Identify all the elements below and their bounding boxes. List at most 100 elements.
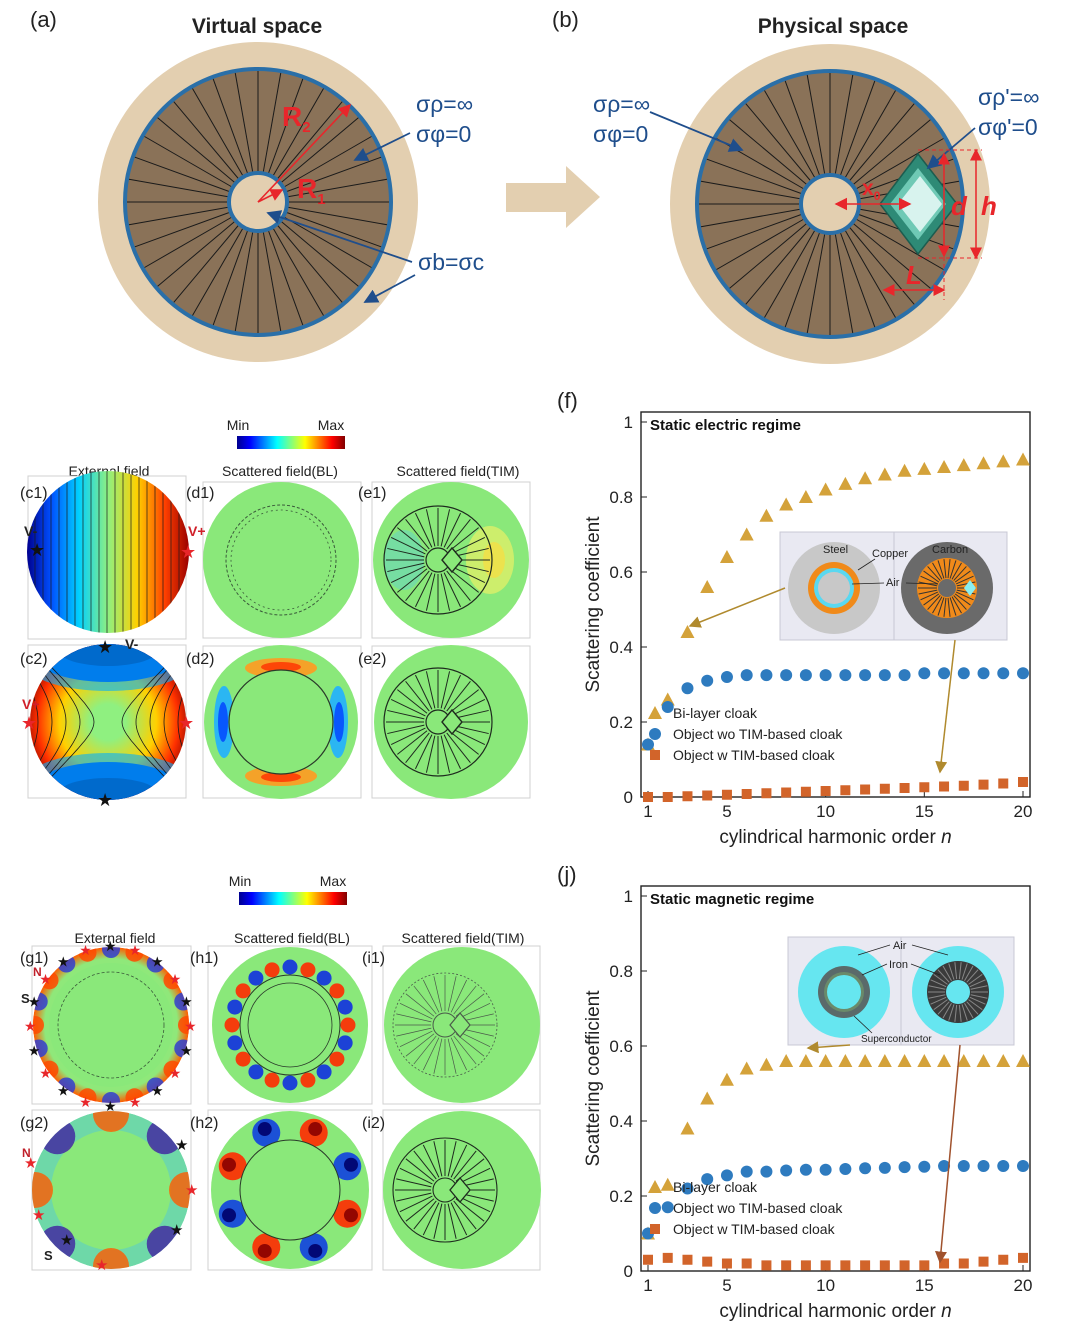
scatter-lobe (337, 1035, 353, 1051)
g2-star-2: ★ (175, 1137, 188, 1154)
spoke-line (448, 689, 479, 714)
spoke-line (966, 1001, 979, 1015)
contour-line (0, 722, 10, 802)
spoke-line (964, 965, 974, 981)
data-point-w-tim (662, 792, 673, 802)
field-lobe (32, 1172, 53, 1208)
spoke-line (413, 1150, 437, 1180)
scatter-lobe-core (343, 1208, 358, 1223)
data-point-bilayer (680, 625, 695, 638)
scatter-lobe (316, 970, 332, 986)
spoke-line (856, 138, 944, 189)
spoke-line (964, 1003, 974, 1019)
data-point-wo-tim (799, 1163, 812, 1176)
spoke-line (455, 1033, 485, 1057)
spoke-line (413, 1200, 437, 1230)
pole-star: ★ (180, 993, 193, 1009)
scatter-lobe (248, 1064, 264, 1080)
spoke-line (405, 519, 430, 550)
spoke-line (927, 566, 941, 581)
pole-star: ★ (79, 1094, 92, 1110)
data-point-w-tim (860, 1260, 871, 1271)
spoke-line (840, 232, 876, 328)
pole-star: ★ (129, 1094, 142, 1110)
legend-label: Object wo TIM-based cloak (673, 726, 843, 742)
inset-j: Air Iron Superconductor (787, 936, 1015, 1046)
spoke-line (933, 973, 948, 985)
data-point-w-tim (800, 1260, 811, 1271)
spoke-line (450, 1202, 468, 1236)
field-lobe (178, 1016, 189, 1034)
spoke-line (284, 136, 372, 187)
chart-letter: (f) (557, 388, 578, 413)
data-point-wo-tim (681, 1182, 694, 1195)
spoke-line (128, 206, 228, 226)
pole-star: ★ (180, 1043, 193, 1059)
contour-line (0, 722, 24, 802)
spoke-line (397, 730, 428, 755)
data-point-bilayer (779, 497, 794, 511)
data-point-w-tim (721, 789, 732, 800)
spoke-line (948, 1004, 955, 1021)
data-point-bilayer (956, 458, 971, 472)
spoke-line (277, 101, 343, 179)
magnetic-tim-title: Scattered field(TIM) (402, 930, 525, 946)
data-point-wo-tim (780, 1164, 793, 1177)
contour-line (30, 644, 67, 723)
data-point-wo-tim (878, 1161, 891, 1174)
data-point-wo-tim (918, 1160, 931, 1173)
y-tick-label: 0 (624, 1262, 633, 1281)
spoke-line (443, 674, 462, 710)
data-point-bilayer (818, 482, 833, 496)
data-point-w-tim (840, 785, 851, 796)
spoke-line (433, 1038, 443, 1074)
spoke-line (277, 225, 343, 303)
spoke-line (425, 735, 436, 773)
pole-star: ★ (57, 1083, 70, 1099)
spoke-line (413, 1035, 437, 1065)
y-axis-label: Scattering coefficient (583, 516, 604, 693)
scatter-lobe (329, 1051, 345, 1067)
spoke-line (450, 536, 486, 555)
magnetic-external-title: External field (75, 930, 156, 946)
data-point-wo-tim (1017, 1160, 1029, 1172)
spoke-line (706, 158, 802, 194)
magnetic-frames (31, 945, 541, 1271)
spoke-line (157, 117, 235, 183)
spoke-line (450, 1037, 468, 1071)
c1-star-red: ★ (180, 542, 196, 562)
spoke-line (937, 1001, 950, 1015)
data-point-w-tim (978, 779, 989, 790)
data-point-wo-tim (898, 1161, 911, 1174)
contour-line (149, 721, 186, 800)
data-point-wo-tim (661, 1201, 674, 1214)
data-point-w-tim (899, 783, 910, 793)
spoke-line (840, 80, 876, 176)
field-lobe (102, 947, 120, 958)
spoke-line (834, 74, 854, 174)
spoke-line (433, 1141, 443, 1177)
spoke-line (447, 1038, 457, 1074)
g2-star-1: ★ (24, 1155, 37, 1172)
scatter-lobe-core (257, 1122, 272, 1137)
c2-vminus-label: V- (125, 636, 139, 652)
x-tick-label: 10 (816, 802, 835, 821)
inset-steel: Steel (823, 544, 848, 556)
spoke-line (234, 72, 254, 172)
spoke-line (953, 566, 967, 581)
chart-title: Static magnetic regime (650, 891, 814, 908)
data-point-wo-tim (760, 669, 773, 682)
spoke-line (387, 562, 425, 573)
spoke-line (422, 1037, 440, 1071)
spoke-line (397, 568, 428, 593)
spoke-line (425, 671, 436, 709)
spoke-line (920, 575, 939, 585)
spoke-line (212, 230, 248, 326)
pole-star: ★ (169, 971, 182, 987)
data-point-w-tim (978, 1256, 989, 1267)
spoke-line (173, 101, 239, 179)
data-point-wo-tim (701, 674, 714, 687)
transform-arrow (506, 166, 600, 228)
pole-star: ★ (184, 1018, 197, 1034)
